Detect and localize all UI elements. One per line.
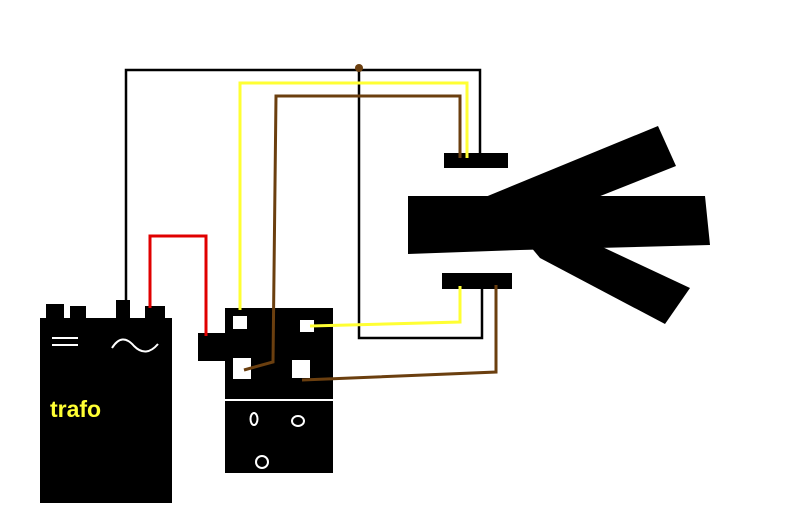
wire-junction bbox=[355, 64, 363, 72]
transformer: trafo bbox=[40, 300, 172, 503]
turnout-main-body bbox=[408, 196, 710, 254]
black-wire-top-loop bbox=[124, 68, 482, 300]
yellow-wires bbox=[238, 81, 469, 328]
switch-mount-hole-2 bbox=[291, 415, 305, 427]
transformer-terminal-2 bbox=[70, 306, 86, 320]
switch-module-body bbox=[225, 308, 333, 473]
yellow-wire-top bbox=[238, 81, 469, 310]
turnout bbox=[408, 126, 710, 324]
switch-mount-hole-3 bbox=[255, 455, 269, 469]
brown-wire-top bbox=[243, 94, 462, 372]
transformer-terminal-3 bbox=[116, 300, 130, 320]
turnout-upper-branch bbox=[478, 126, 676, 212]
brown-wire-bottom bbox=[301, 285, 498, 382]
switch-terminal-top-right bbox=[300, 320, 314, 332]
transformer-terminal-1 bbox=[46, 304, 64, 320]
brown-wires bbox=[243, 94, 498, 382]
black-wires bbox=[124, 68, 484, 340]
turnout-lower-branch bbox=[520, 234, 690, 324]
red-wire bbox=[148, 234, 208, 336]
switch-mount-hole-1 bbox=[249, 412, 259, 426]
dc-symbol-icon bbox=[52, 337, 78, 346]
black-wire-return bbox=[357, 68, 484, 340]
switch-terminal-bottom-left bbox=[233, 358, 251, 379]
switch-terminal-top-left bbox=[233, 316, 247, 329]
switch-module bbox=[198, 308, 333, 473]
turnout-bottom-contact bbox=[442, 273, 512, 289]
transformer-terminal-4 bbox=[145, 306, 165, 320]
switch-terminal-bottom-right bbox=[292, 360, 310, 378]
switch-module-tab bbox=[198, 333, 228, 361]
yellow-wire-bottom bbox=[309, 286, 462, 328]
transformer-body bbox=[40, 318, 172, 503]
turnout-top-contact bbox=[444, 153, 508, 168]
transformer-label: trafo bbox=[50, 396, 101, 422]
ac-symbol-icon bbox=[111, 338, 159, 353]
